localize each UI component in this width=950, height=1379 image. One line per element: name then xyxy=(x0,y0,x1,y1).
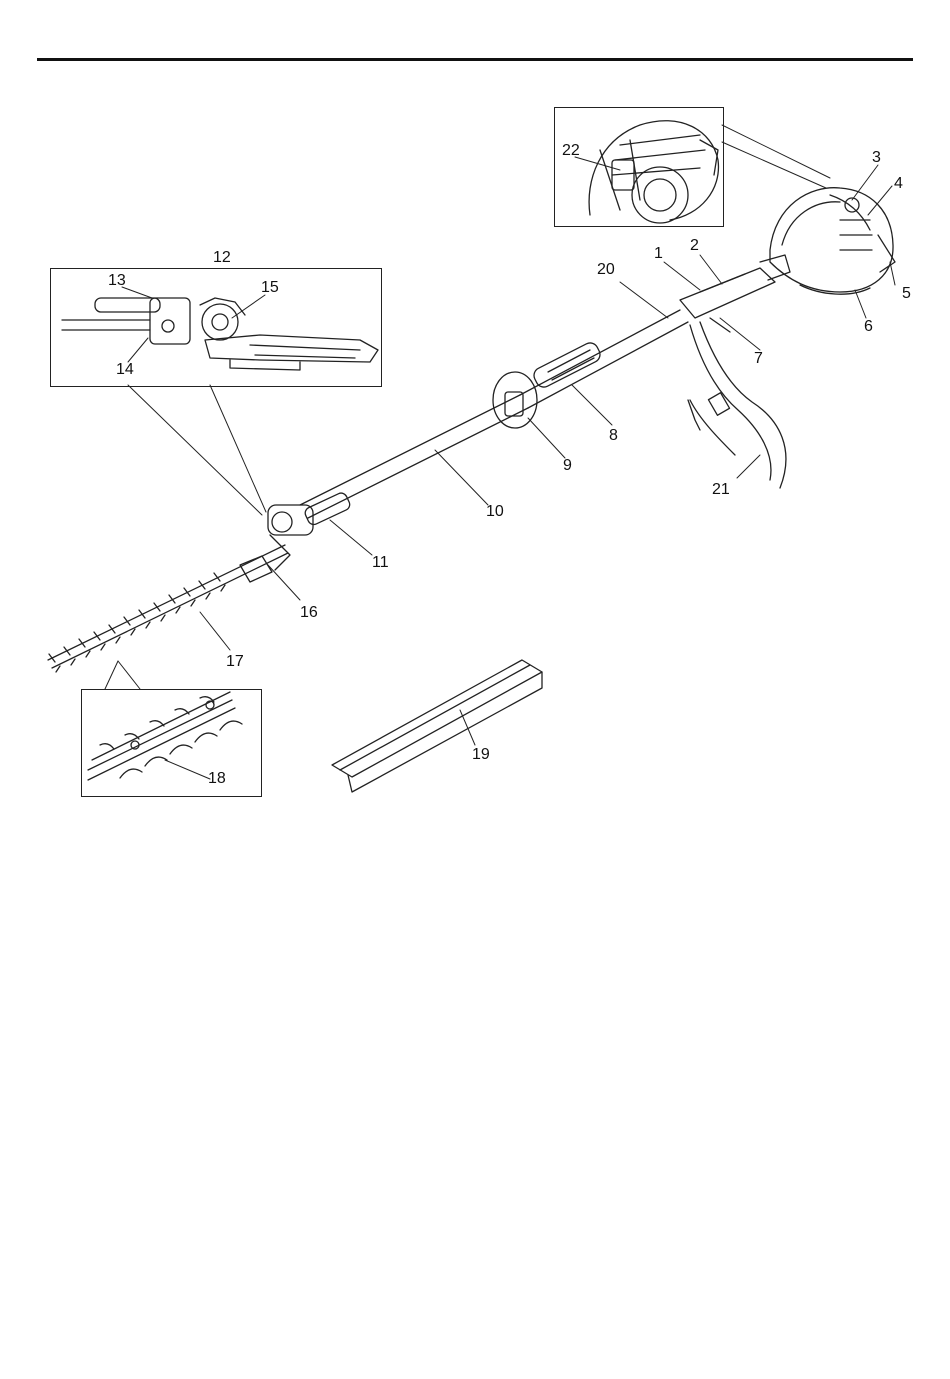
callout-14: 14 xyxy=(116,362,134,378)
blade-cover xyxy=(332,660,542,792)
callout-11: 11 xyxy=(372,555,389,571)
callout-7: 7 xyxy=(754,351,763,367)
callout-3: 3 xyxy=(872,150,881,166)
callout-19: 19 xyxy=(472,747,490,763)
engine-inset-drawing xyxy=(589,121,718,223)
callout-6: 6 xyxy=(864,319,873,335)
callout-15: 15 xyxy=(261,280,279,296)
harness-strap xyxy=(688,322,786,488)
callout-8: 8 xyxy=(609,428,618,444)
blade-inset-drawing xyxy=(88,692,242,780)
callout-13: 13 xyxy=(108,273,126,289)
callout-1: 1 xyxy=(654,246,663,262)
callout-18: 18 xyxy=(208,771,226,787)
cutter-bar xyxy=(48,545,288,672)
callout-17: 17 xyxy=(226,654,244,670)
callout-16: 16 xyxy=(300,605,318,621)
gearbox-inset-drawing xyxy=(62,298,378,370)
callout-10: 10 xyxy=(486,504,504,520)
callout-4: 4 xyxy=(894,176,903,192)
engine-unit xyxy=(770,188,895,294)
callout-20: 20 xyxy=(597,262,615,278)
callout-22: 22 xyxy=(562,143,580,159)
callout-12: 12 xyxy=(213,250,231,266)
callout-9: 9 xyxy=(563,458,572,474)
main-shaft xyxy=(300,310,688,518)
callout-21: 21 xyxy=(712,482,730,498)
callout-2: 2 xyxy=(690,238,699,254)
throttle-handle xyxy=(680,255,790,332)
callout-5: 5 xyxy=(902,286,911,302)
